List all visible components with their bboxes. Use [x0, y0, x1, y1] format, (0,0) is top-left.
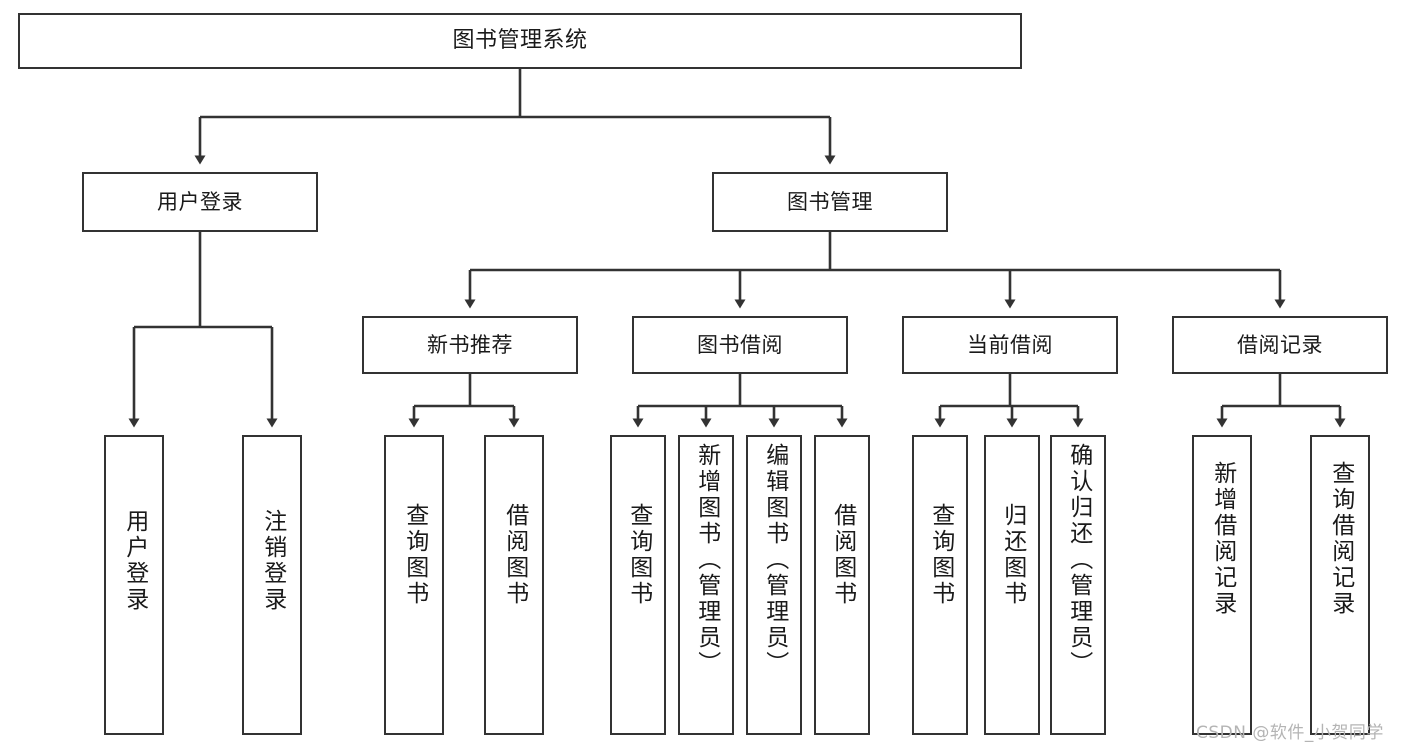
node-leaf-user-login-label: 用户登录 — [121, 509, 148, 613]
node-leaf-confirm-return-admin-label: 确认归还（管理员） — [1065, 443, 1092, 677]
node-leaf-borrow-book-2-label: 借阅图书 — [829, 503, 856, 607]
node-leaf-query-book-2-label: 查询图书 — [625, 503, 652, 607]
node-leaf-query-book-1-label: 查询图书 — [401, 503, 428, 607]
node-leaf-edit-book-admin-label: 编辑图书（管理员） — [761, 443, 788, 677]
node-leaf-return-book[interactable]: 归还图书 — [984, 435, 1040, 735]
node-leaf-query-borrow-record[interactable]: 查询借阅记录 — [1310, 435, 1370, 735]
node-leaf-query-book-3-label: 查询图书 — [927, 503, 954, 607]
node-user-login[interactable]: 用户登录 — [82, 172, 318, 232]
node-leaf-add-borrow-record[interactable]: 新增借阅记录 — [1192, 435, 1252, 735]
node-leaf-query-book-3[interactable]: 查询图书 — [912, 435, 968, 735]
node-leaf-logout-login-label: 注销登录 — [259, 509, 286, 613]
node-leaf-query-book-1[interactable]: 查询图书 — [384, 435, 444, 735]
node-book-borrow[interactable]: 图书借阅 — [632, 316, 848, 374]
node-current-borrow-label: 当前借阅 — [967, 332, 1053, 357]
node-leaf-query-borrow-record-label: 查询借阅记录 — [1327, 461, 1354, 617]
node-new-book-recommend-label: 新书推荐 — [427, 332, 513, 357]
node-book-manage-label: 图书管理 — [787, 189, 873, 214]
node-new-book-recommend[interactable]: 新书推荐 — [362, 316, 578, 374]
node-leaf-edit-book-admin[interactable]: 编辑图书（管理员） — [746, 435, 802, 735]
node-leaf-logout-login[interactable]: 注销登录 — [242, 435, 302, 735]
node-leaf-confirm-return-admin[interactable]: 确认归还（管理员） — [1050, 435, 1106, 735]
node-leaf-add-book-admin[interactable]: 新增图书（管理员） — [678, 435, 734, 735]
node-book-manage[interactable]: 图书管理 — [712, 172, 948, 232]
node-leaf-query-book-2[interactable]: 查询图书 — [610, 435, 666, 735]
node-user-login-label: 用户登录 — [157, 189, 243, 214]
node-leaf-borrow-book-1-label: 借阅图书 — [501, 503, 528, 607]
node-leaf-borrow-book-1[interactable]: 借阅图书 — [484, 435, 544, 735]
node-leaf-borrow-book-2[interactable]: 借阅图书 — [814, 435, 870, 735]
node-leaf-user-login[interactable]: 用户登录 — [104, 435, 164, 735]
node-borrow-record-label: 借阅记录 — [1237, 332, 1323, 357]
node-leaf-add-borrow-record-label: 新增借阅记录 — [1209, 461, 1236, 617]
node-book-borrow-label: 图书借阅 — [697, 332, 783, 357]
node-current-borrow[interactable]: 当前借阅 — [902, 316, 1118, 374]
node-leaf-return-book-label: 归还图书 — [999, 503, 1026, 607]
watermark: CSDN @软件_小贺同学 — [1196, 723, 1384, 743]
node-leaf-add-book-admin-label: 新增图书（管理员） — [693, 443, 720, 677]
node-root[interactable]: 图书管理系统 — [18, 13, 1022, 69]
node-root-label: 图书管理系统 — [452, 27, 588, 53]
node-borrow-record[interactable]: 借阅记录 — [1172, 316, 1388, 374]
